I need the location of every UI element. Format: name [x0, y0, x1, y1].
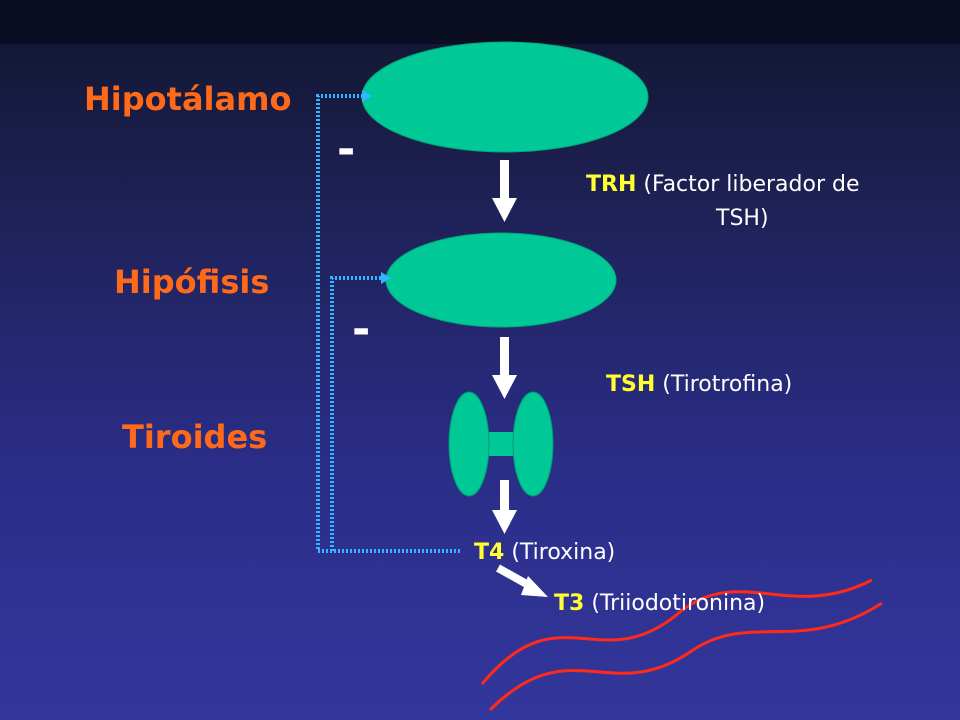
feedback-lines [316, 94, 460, 553]
trh-label: TRH (Factor liberador de [586, 168, 860, 202]
tsh-label: TSH (Tirotrofina) [606, 368, 792, 402]
feedback-arrowhead-pituitary-icon [381, 272, 391, 284]
t4-abbr: T4 [474, 540, 505, 565]
tsh-desc: (Tirotrofina) [662, 372, 793, 397]
trh-desc-line1: (Factor liberador de [643, 172, 860, 197]
hypothalamus-label: Hipotálamo [84, 80, 292, 118]
thyroid-shape [448, 391, 554, 497]
t4-label: T4 (Tiroxina) [474, 536, 615, 570]
pituitary-shape [385, 232, 617, 328]
feedback-minus-pituitary: - [352, 304, 371, 355]
hypothalamus-shape [361, 41, 649, 153]
tsh-abbr: TSH [606, 372, 656, 397]
t3-desc: (Triiodotironina) [591, 591, 766, 616]
thyroid-label: Tiroides [122, 418, 268, 456]
trh-abbr: TRH [586, 172, 637, 197]
t3-label: T3 (Triiodotironina) [554, 587, 765, 621]
t3-abbr: T3 [554, 591, 585, 616]
feedback-arrowhead-hypothalamus-icon [362, 90, 372, 102]
arrow-trh-icon [492, 160, 517, 222]
arrow-t4-to-t3-icon [496, 564, 548, 597]
t4-desc: (Tiroxina) [511, 540, 616, 565]
bloodstream-waves [480, 578, 883, 712]
feedback-minus-hypothalamus: - [337, 124, 356, 175]
trh-label-line2: TSH) [716, 206, 769, 231]
pituitary-label: Hipófisis [114, 263, 270, 301]
arrow-tsh-icon [492, 337, 517, 399]
arrow-t4-icon [492, 480, 517, 534]
